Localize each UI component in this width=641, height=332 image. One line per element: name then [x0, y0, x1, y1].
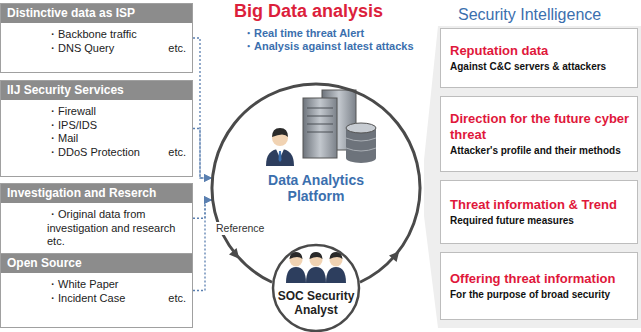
source-item: ・Firewall — [47, 105, 186, 119]
section-heading: Security Intelligence — [458, 5, 601, 24]
dotted-arrow — [193, 38, 212, 178]
feature-bullet: ・Real time threat Alert — [243, 27, 364, 40]
source-heading: IIJ Security Services — [1, 81, 192, 100]
analyst-ring — [273, 245, 359, 331]
source-heading: Investigation and Reserch — [1, 184, 192, 203]
intel-body: For the purpose of broad security — [450, 289, 631, 301]
source-heading: Open Source — [1, 254, 192, 273]
intel-heading: Direction for the future cyber threat — [450, 111, 631, 143]
dotted-arrow — [193, 200, 212, 291]
circle-label: Data Analytics Platform — [251, 172, 381, 204]
diagram-title: Big Data analysis — [234, 1, 383, 22]
etc-note: etc. — [168, 42, 186, 56]
reference-label: Reference — [214, 222, 266, 235]
source-box: Investigation and Reserch ・Original data … — [0, 183, 193, 254]
intel-heading: Offering threat information — [450, 271, 631, 287]
source-item: ・Backbone traffic — [47, 28, 186, 42]
source-item: ・Original data from investigation and re… — [47, 208, 186, 249]
intelligence-box: Reputation dataAgainst C&C servers & att… — [440, 28, 638, 88]
cycle-arrowheads — [229, 248, 399, 262]
feature-bullet: ・Analysis against latest attacks — [243, 40, 414, 53]
circle-label: SOC Security Analyst — [273, 289, 359, 317]
source-box: IIJ Security Services ・Firewall・IPS/IDS・M… — [0, 80, 193, 177]
source-item: ・White Paper — [47, 278, 186, 292]
intel-heading: Threat information & Trend — [450, 197, 631, 213]
analyst-circle: SOC Security Analyst — [273, 245, 359, 331]
dotted-arrow — [193, 200, 212, 218]
source-item: ・DNS Query — [47, 42, 186, 56]
intel-body: Attacker's profile and their methods — [450, 145, 631, 157]
cycle-ring — [212, 84, 420, 282]
intel-body: Required future measures — [450, 215, 631, 227]
person-illustration — [266, 128, 294, 166]
source-item: ・DDoS Protection — [47, 146, 186, 160]
intelligence-box: Offering threat informationFor the purpo… — [440, 252, 638, 320]
circle-outline — [273, 245, 359, 331]
etc-note: etc. — [168, 146, 186, 160]
source-item: ・Mail — [47, 132, 186, 146]
intel-heading: Reputation data — [450, 43, 631, 59]
source-box: Open Source ・White Paper・Incident Caseetc… — [0, 253, 193, 328]
intel-body: Against C&C servers & attackers — [450, 61, 631, 73]
dotted-arrow — [193, 129, 212, 179]
intelligence-bracket — [424, 26, 641, 328]
intelligence-box: Direction for the future cyber threatAtt… — [440, 96, 638, 172]
etc-note: etc. — [168, 292, 186, 306]
analyst-illustration — [286, 252, 346, 283]
server-illustration — [303, 90, 376, 163]
platform-circle: Data Analytics Platform — [212, 84, 420, 292]
source-heading: Distinctive data as ISP — [1, 4, 192, 23]
intelligence-box: Threat information & TrendRequired futur… — [440, 180, 638, 244]
source-item: ・Incident Case — [47, 292, 186, 306]
source-box: Distinctive data as ISP ・Backbone traffic… — [0, 3, 193, 73]
source-item: ・IPS/IDS — [47, 119, 186, 133]
